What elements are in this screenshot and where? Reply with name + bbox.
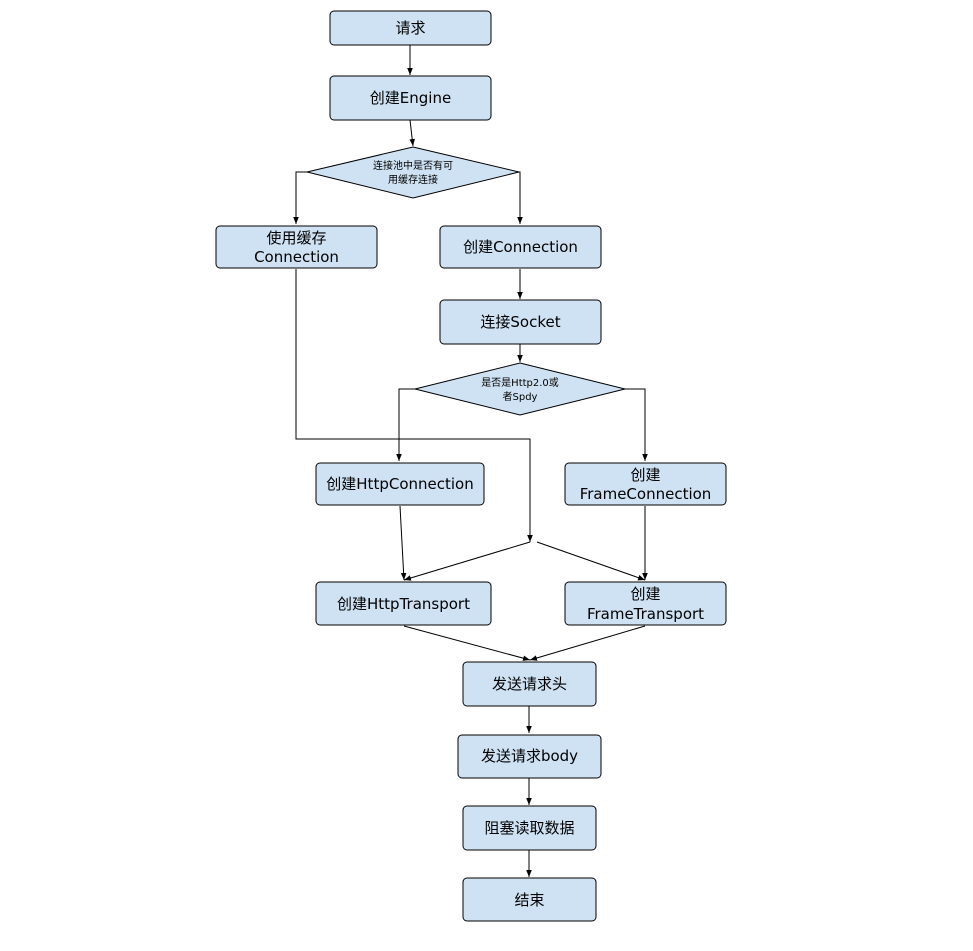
edges xyxy=(293,45,648,877)
node-create-http-transport-label: 创建HttpTransport xyxy=(337,595,470,613)
edge-frame-transport-to-send-headers xyxy=(529,625,646,661)
edge-http2-check-to-http-connection xyxy=(396,388,415,461)
node-create-engine-label: 创建Engine xyxy=(370,89,451,107)
node-use-cached-label-line1: 使用缓存 xyxy=(266,229,326,247)
node-create-connection: 创建Connection xyxy=(439,225,602,269)
node-send-headers-label: 发送请求头 xyxy=(492,675,567,693)
node-use-cached-connection: 使用缓存 Connection xyxy=(215,225,378,269)
node-create-engine: 创建Engine xyxy=(329,75,492,121)
node-create-http-transport: 创建HttpTransport xyxy=(315,581,492,626)
node-send-headers: 发送请求头 xyxy=(462,661,597,707)
node-send-body-label: 发送请求body xyxy=(481,747,578,765)
edge-junction-to-http-transport xyxy=(403,541,531,581)
node-end: 结束 xyxy=(462,877,597,922)
node-create-frame-transport-label-line2: FrameTransport xyxy=(587,605,704,623)
node-connect-socket: 连接Socket xyxy=(439,299,602,345)
node-pool-check-label-line2: 用缓存连接 xyxy=(388,173,438,186)
node-pool-check-label-line1: 连接池中是否有可 xyxy=(373,159,453,172)
edge-http2-check-to-frame-connection xyxy=(625,388,648,461)
node-create-frame-transport: 创建 FrameTransport xyxy=(564,581,727,626)
edge-http-transport-to-send-headers xyxy=(403,625,531,661)
node-create-frame-connection-label-line1: 创建 xyxy=(630,466,660,484)
node-request-label: 请求 xyxy=(395,19,425,37)
edge-pool-check-to-use-cached xyxy=(293,171,307,224)
edge-use-cached-to-junction xyxy=(295,269,533,542)
node-http2-check-diamond: 是否是Http2.0或 者Spdy xyxy=(414,362,626,416)
node-create-connection-label: 创建Connection xyxy=(463,238,578,256)
edge-http-connection-to-http-transport xyxy=(399,505,407,581)
node-create-frame-transport-label-line1: 创建 xyxy=(630,585,660,603)
edge-junction-to-frame-transport xyxy=(536,541,646,581)
node-pool-check-diamond: 连接池中是否有可 用缓存连接 xyxy=(306,146,520,199)
node-create-http-connection-label: 创建HttpConnection xyxy=(326,475,473,493)
node-send-body: 发送请求body xyxy=(457,734,602,779)
node-http2-check-label-line1: 是否是Http2.0或 xyxy=(481,377,559,389)
node-connect-socket-label: 连接Socket xyxy=(480,313,560,331)
node-request: 请求 xyxy=(329,10,492,46)
node-block-read-label: 阻塞读取数据 xyxy=(484,819,574,837)
node-create-frame-connection: 创建 FrameConnection xyxy=(564,462,727,506)
node-end-label: 结束 xyxy=(514,891,544,909)
node-http2-check-label-line2: 者Spdy xyxy=(503,391,538,403)
node-create-http-connection: 创建HttpConnection xyxy=(315,462,485,506)
edge-engine-to-pool-check xyxy=(409,119,415,147)
edge-pool-check-to-create-connection xyxy=(517,171,523,224)
node-use-cached-label-line2: Connection xyxy=(254,248,339,266)
node-block-read: 阻塞读取数据 xyxy=(462,805,597,851)
node-create-frame-connection-label-line2: FrameConnection xyxy=(580,485,712,503)
